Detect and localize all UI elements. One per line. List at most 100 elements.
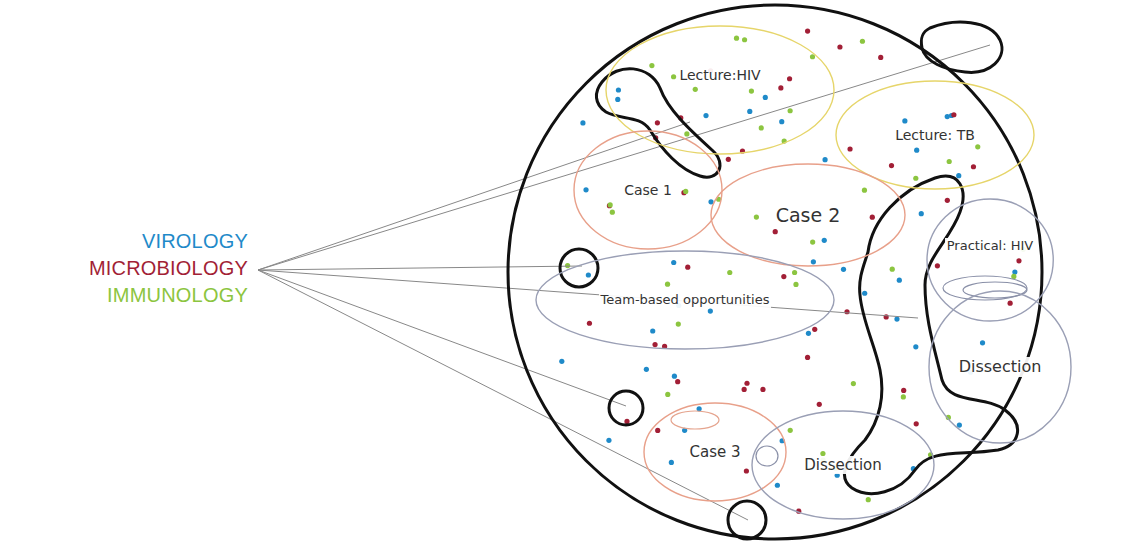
topic-dot (608, 202, 613, 207)
topic-dot (897, 278, 902, 283)
topic-dot (708, 308, 713, 313)
fan-lines (258, 45, 990, 520)
topic-dot (810, 239, 815, 244)
activity-label: Team-based opportunities (599, 292, 772, 308)
topic-dot (822, 157, 827, 162)
topic-dot (851, 381, 856, 386)
topic-dot (778, 85, 783, 90)
activity-label: Case 1 (622, 182, 674, 199)
topic-dot (672, 374, 677, 379)
topic-dot (805, 28, 810, 33)
topic-dot (817, 402, 822, 407)
activity-label: Lecture:HIV (677, 67, 762, 84)
legend-text: IMMUNOLOGY (107, 284, 248, 306)
topic-dot (957, 423, 962, 428)
activity-label: Dissection (957, 357, 1044, 376)
activity-label: Case 2 (774, 204, 843, 227)
ellipse-shape (752, 411, 934, 519)
topic-dot (971, 164, 976, 169)
activity-ellipse: Case 2 (710, 163, 906, 267)
selection-blobs (560, 22, 1018, 539)
topic-dot (847, 146, 852, 151)
ellipse-shape (836, 81, 1034, 189)
activity-label: Dissection (802, 456, 884, 474)
topic-dot (580, 120, 585, 125)
topic-dot (806, 331, 811, 336)
topic-dot (703, 113, 708, 118)
topic-dot (914, 148, 919, 153)
topic-dot (565, 263, 570, 268)
topic-dot (860, 39, 865, 44)
topic-dot (583, 187, 588, 192)
topic-dot (727, 270, 732, 275)
topic-dot (812, 327, 817, 332)
topic-dot (870, 215, 875, 220)
topic-dot (747, 109, 752, 114)
topic-dot (914, 421, 919, 426)
legend-entry: IMMUNOLOGY (107, 282, 248, 309)
topic-dot (862, 188, 867, 193)
topic-dot (655, 428, 660, 433)
ellipse-shape (927, 199, 1053, 321)
topic-dot (805, 355, 810, 360)
activity-ellipse: Lecture:HIV (605, 25, 835, 155)
ellipse-shape (929, 291, 1071, 443)
activity-ellipse: Dissection (751, 410, 935, 520)
topic-dot (787, 76, 792, 81)
topic-dot (1008, 301, 1013, 306)
topic-dot (676, 321, 681, 326)
topic-dot (945, 114, 950, 119)
topic-dot (559, 359, 564, 364)
topic-dot (759, 125, 764, 130)
topic-dot (793, 282, 798, 287)
topic-dot (652, 342, 657, 347)
topic-dot (734, 36, 739, 41)
topic-dot (742, 37, 747, 42)
topic-dot (894, 316, 899, 321)
topic-dot (956, 173, 961, 178)
legend-entry: VIROLOGY (142, 228, 248, 255)
topic-dot (650, 328, 655, 333)
topic-dot (655, 120, 660, 125)
topic-dot (811, 259, 816, 264)
activity-ellipse: Case 1 (573, 130, 723, 250)
topic-dot (837, 44, 842, 49)
topic-dot (901, 388, 906, 393)
topic-dot (665, 392, 670, 397)
topic-dot (744, 381, 749, 386)
topic-dot (615, 97, 620, 102)
topic-dot (607, 203, 612, 208)
activity-ellipse: Dissection (928, 290, 1072, 444)
topic-dot (763, 95, 768, 100)
topic-dot (980, 340, 985, 345)
activity-ellipse: Practical: HIV (926, 198, 1054, 322)
topic-dot (902, 118, 907, 123)
activity-ellipse: Team-based opportunities (535, 250, 835, 350)
topic-dot (749, 88, 754, 93)
topic-dot (675, 379, 680, 384)
topic-dot (586, 272, 591, 277)
ellipse-shape (711, 164, 905, 266)
activity-label: Practical: HIV (945, 238, 1036, 254)
topic-dot (754, 214, 759, 219)
topic-dot (878, 55, 883, 60)
topic-dot (1016, 258, 1021, 263)
topic-dot (947, 159, 952, 164)
topic-dot (775, 483, 780, 488)
topic-dot (606, 438, 611, 443)
activity-label: Case 3 (687, 443, 742, 461)
topic-dot (866, 497, 871, 502)
topic-dot (844, 309, 849, 314)
topic-dot (665, 282, 670, 287)
activity-ellipse: Case 3 (643, 402, 787, 502)
topic-dot (919, 211, 924, 216)
topic-dot (587, 321, 592, 326)
legend-text: VIROLOGY (142, 230, 248, 252)
ellipse-shape (536, 251, 834, 349)
ellipse-shape (606, 26, 834, 154)
topic-dot (671, 74, 676, 79)
ellipse-outline (926, 198, 1054, 322)
topic-dot (693, 87, 698, 92)
topic-dot (671, 260, 676, 265)
topic-dot (760, 387, 765, 392)
